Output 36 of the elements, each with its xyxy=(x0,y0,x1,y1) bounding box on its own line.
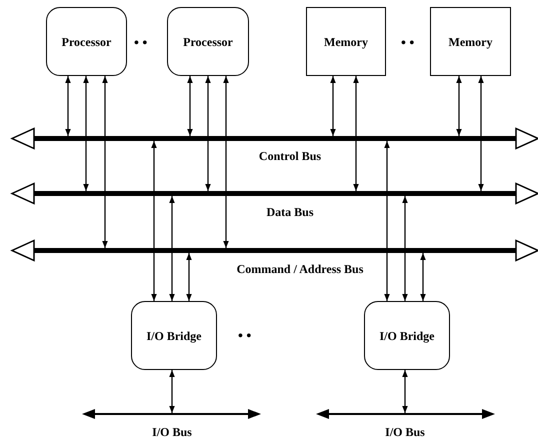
node-label: Processor xyxy=(183,34,233,50)
bus-connector-arrow xyxy=(223,76,229,248)
node-label: Processor xyxy=(62,34,112,50)
bus-connector-arrow xyxy=(102,76,108,248)
bus-connector-arrow xyxy=(353,76,359,191)
bus-bar xyxy=(34,248,516,253)
rounded-box xyxy=(46,7,127,76)
bus-connector-arrow xyxy=(186,253,192,301)
bus-connector-arrow xyxy=(205,76,211,191)
box xyxy=(306,7,386,76)
node-label: I/O Bridge xyxy=(379,328,434,344)
bus-connector-arrow xyxy=(83,76,89,191)
ellipsis-dots: • • xyxy=(401,36,414,52)
bus-connector-arrow xyxy=(187,76,193,136)
node-label: Memory xyxy=(448,34,492,50)
rounded-box xyxy=(364,301,450,370)
bus-connector-arrow xyxy=(65,76,71,136)
bus-connector-arrow xyxy=(169,370,175,413)
bus-connector-arrow xyxy=(384,141,390,301)
bus-connector-arrow xyxy=(456,76,462,136)
rounded-box xyxy=(167,7,249,76)
bus-bar xyxy=(34,136,516,141)
bus-connector-arrow xyxy=(420,253,426,301)
bus-connector-arrow xyxy=(478,76,484,191)
node-label: I/O Bridge xyxy=(146,328,202,344)
ellipsis-dots: • • xyxy=(134,36,148,52)
node-label: Memory xyxy=(324,34,368,50)
bus-connector-arrow xyxy=(151,141,157,301)
bus-connector-arrow xyxy=(402,370,408,413)
bus-connector-arrow xyxy=(169,196,175,301)
bus-bar xyxy=(34,191,516,196)
bus-connector-arrow xyxy=(330,76,336,136)
bus-connector-arrow xyxy=(402,196,408,301)
ellipsis-dots: • • xyxy=(238,329,252,345)
rounded-box xyxy=(131,301,217,370)
box xyxy=(430,7,511,76)
